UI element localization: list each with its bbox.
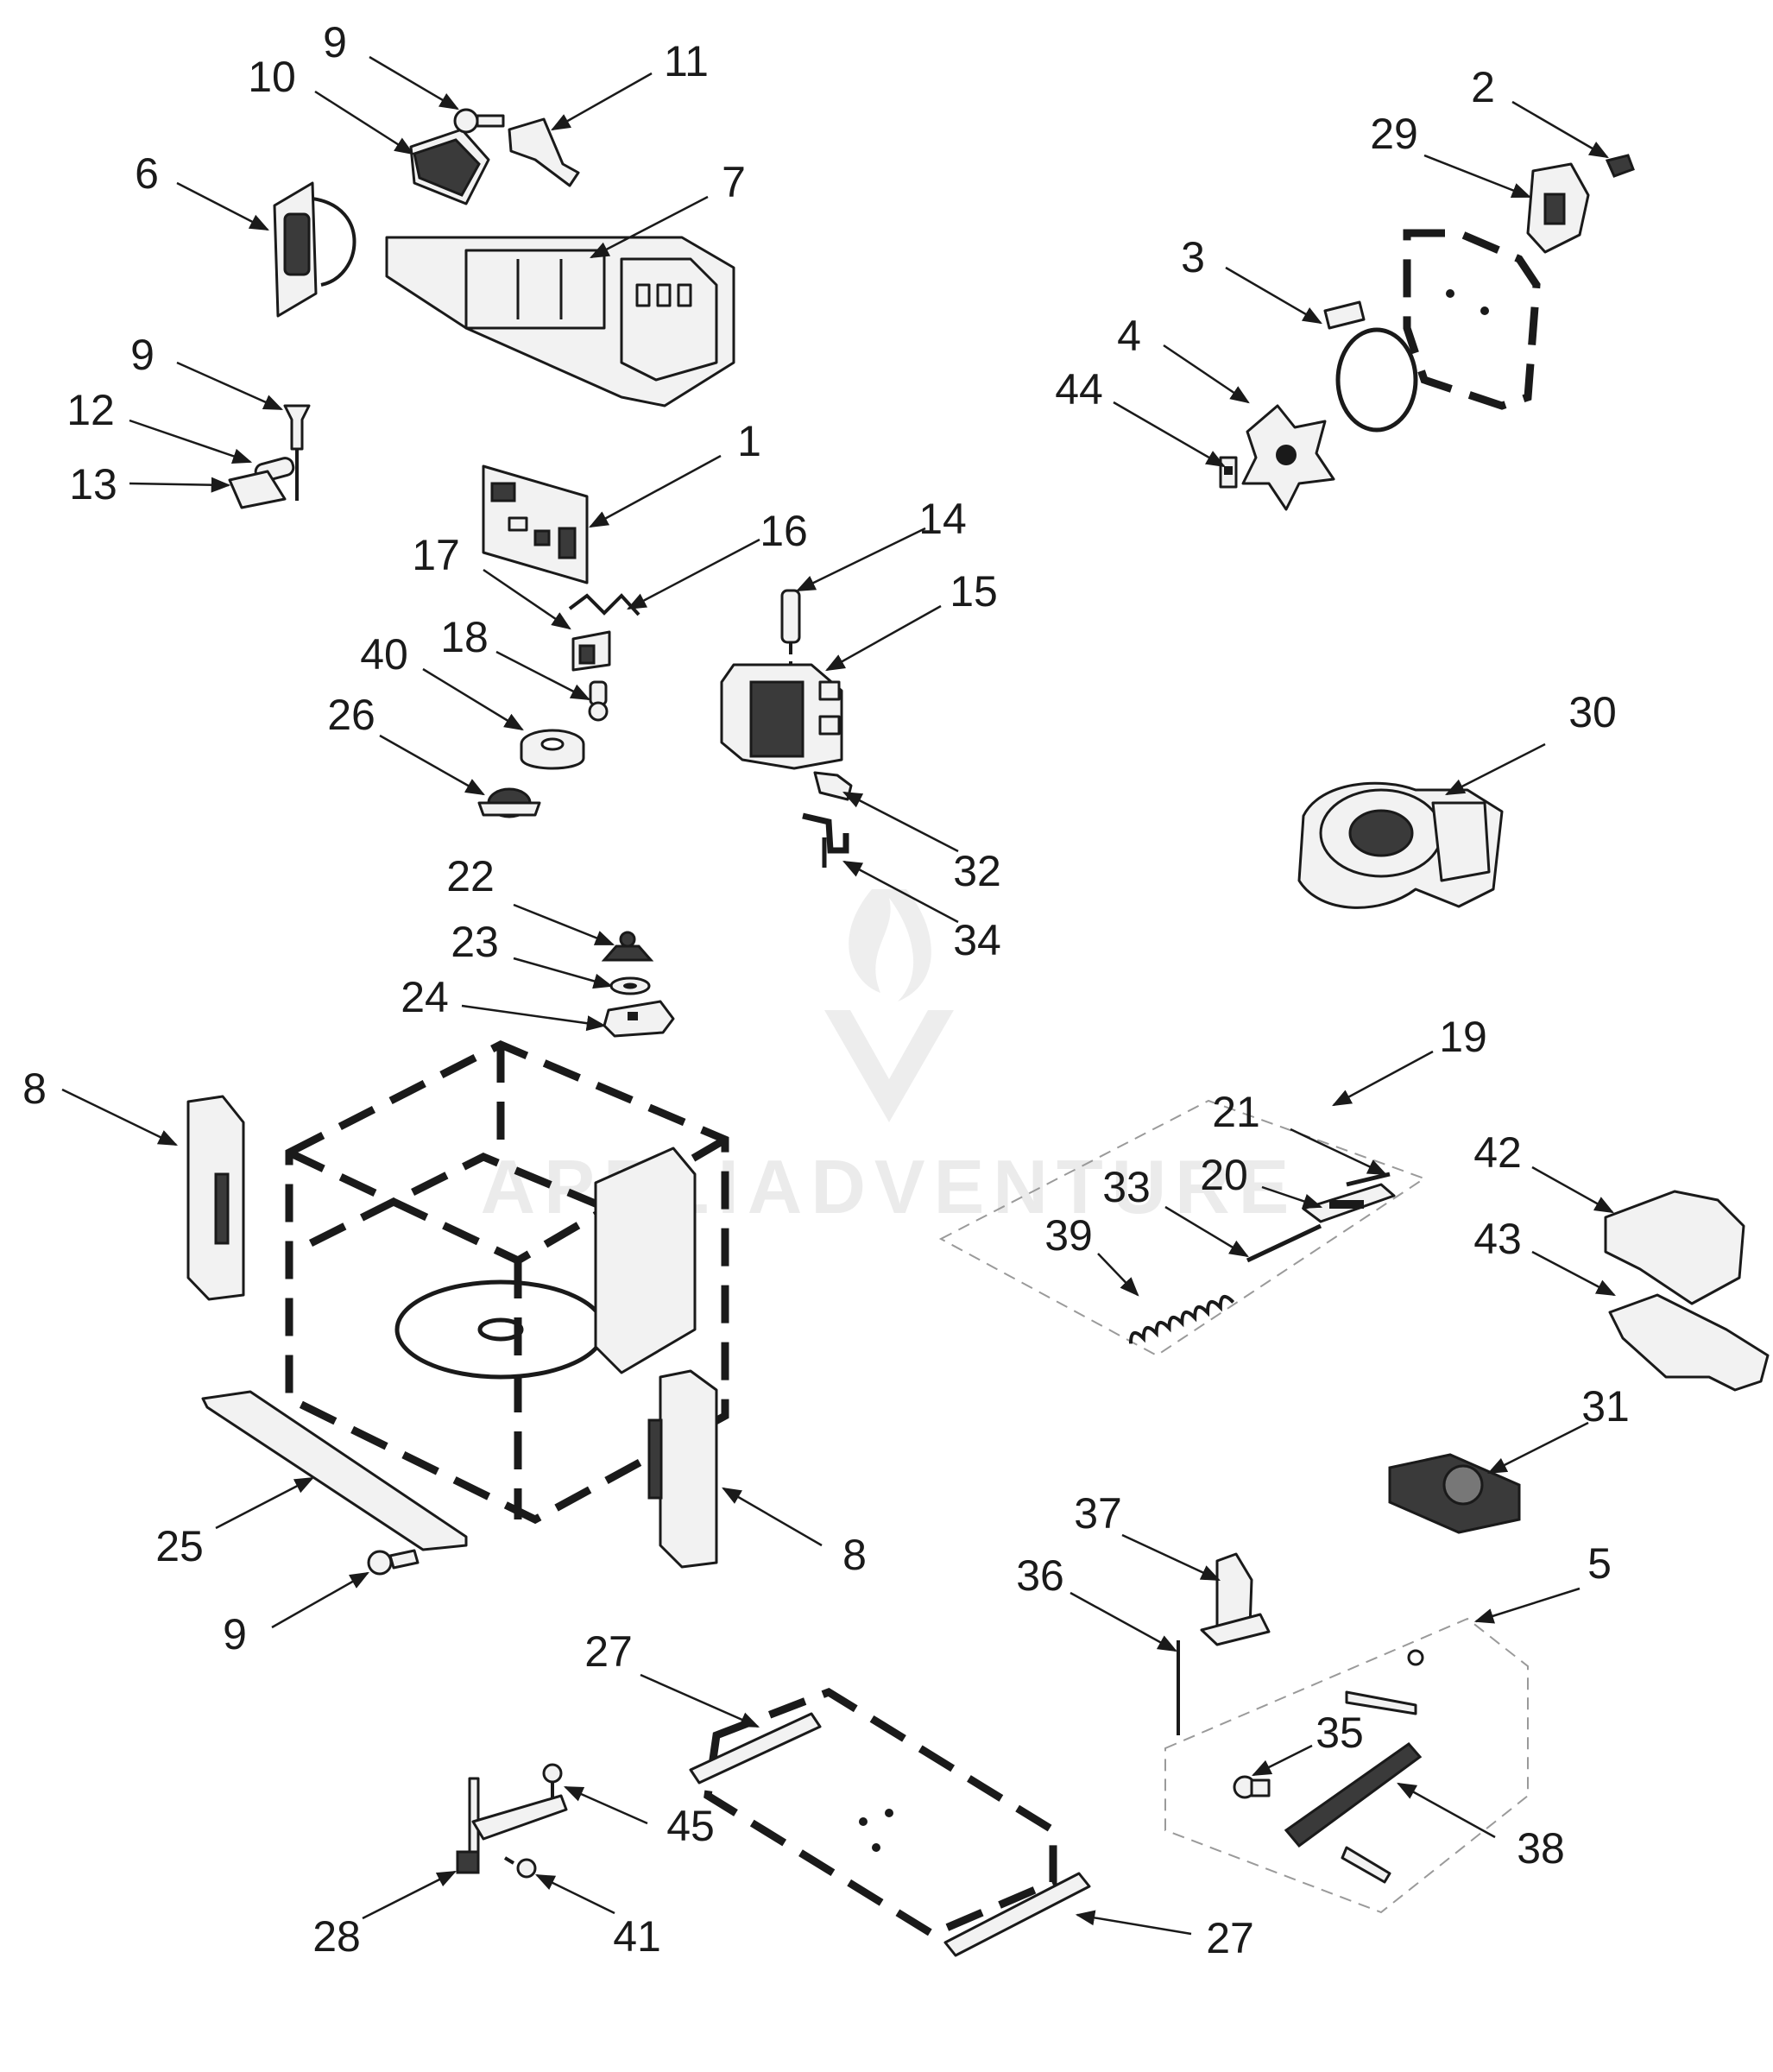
part-15-transformer (720, 663, 843, 770)
callout-33: 33 (1102, 1163, 1151, 1211)
part-38-link (1284, 1741, 1423, 1884)
part-18-post (588, 680, 609, 722)
part-6-switch-bracket (273, 181, 356, 318)
callout-23: 23 (451, 918, 499, 966)
callout-1: 1 (737, 417, 761, 465)
callout-36: 36 (1016, 1551, 1064, 1600)
part-26-thermostat (477, 787, 541, 818)
part-9-screw-left (283, 404, 311, 501)
callout-9-bottom: 9 (223, 1610, 247, 1658)
callout-41: 41 (613, 1912, 661, 1961)
part-39-spring (1128, 1294, 1235, 1344)
part-44-nut (1219, 456, 1238, 489)
part-17-interlock (571, 630, 611, 672)
callout-2: 2 (1471, 63, 1495, 111)
part-45-screw (542, 1763, 563, 1801)
part-20-latch (1302, 1183, 1396, 1223)
callout-37: 37 (1074, 1489, 1122, 1538)
callout-27-bottom: 27 (1206, 1914, 1254, 1962)
part-8-left-panel (186, 1095, 245, 1301)
callout-27-top: 27 (584, 1627, 633, 1676)
part-1-circuit-board (482, 464, 589, 584)
part-32-screw (813, 771, 853, 801)
callout-26: 26 (327, 691, 375, 739)
callout-34: 34 (953, 916, 1001, 964)
callout-35: 35 (1316, 1709, 1364, 1757)
callout-12: 12 (66, 386, 115, 434)
callout-29: 29 (1370, 110, 1418, 158)
callout-9-left: 9 (130, 331, 155, 379)
callout-8-right: 8 (842, 1531, 867, 1579)
part-28-hinge (456, 1777, 568, 1874)
callout-44: 44 (1055, 365, 1103, 414)
callout-45: 45 (666, 1802, 715, 1850)
part-4-fan-blade (1241, 404, 1335, 511)
callout-30: 30 (1568, 688, 1617, 736)
part-35-pin (1233, 1775, 1271, 1799)
part-21-pin (1346, 1172, 1391, 1187)
callout-18: 18 (440, 613, 489, 661)
part-3-motor-bracket (1403, 229, 1541, 410)
part-11-latch (508, 117, 580, 187)
callout-24: 24 (401, 973, 449, 1021)
part-33-rod (1246, 1223, 1322, 1263)
callout-5: 5 (1587, 1539, 1612, 1588)
callout-9-top: 9 (323, 18, 347, 66)
part-42-duct-cover (1604, 1190, 1745, 1305)
callout-19: 19 (1439, 1013, 1487, 1061)
part-3-ring (1323, 300, 1418, 433)
callout-11: 11 (664, 37, 709, 85)
part-19-group (938, 1099, 1427, 1357)
part-9-screw-top (453, 108, 505, 134)
callout-14: 14 (918, 495, 967, 543)
part-22-cone (601, 931, 654, 962)
callout-6: 6 (135, 149, 159, 198)
part-40-ferrite-ring (520, 729, 585, 770)
callout-43: 43 (1473, 1215, 1522, 1263)
cavity-frame (285, 1040, 729, 1525)
callout-labels: 9 11 10 6 7 2 29 3 4 44 9 12 13 1 14 16 … (22, 18, 1630, 1962)
part-7-control-housing (385, 236, 735, 407)
part-31-component (1388, 1453, 1521, 1534)
callout-25: 25 (155, 1522, 204, 1570)
callout-16: 16 (760, 507, 808, 555)
part-9-screw-lower (367, 1549, 420, 1576)
callout-15: 15 (950, 567, 998, 616)
part-16-spring-wire (568, 593, 640, 616)
callout-22: 22 (446, 852, 495, 900)
callout-21: 21 (1212, 1088, 1260, 1136)
part-5-group (1164, 1617, 1529, 1914)
part-8-right-panel (647, 1369, 718, 1569)
callout-10: 10 (248, 53, 296, 101)
part-41-screw (503, 1856, 537, 1879)
callout-28: 28 (312, 1912, 361, 1961)
part-24-foot (603, 1000, 675, 1038)
part-29-motor (1526, 162, 1590, 254)
part-34-bracket (802, 812, 849, 868)
callout-39: 39 (1044, 1211, 1093, 1260)
leader-lines (61, 55, 1616, 1936)
callout-8-left: 8 (22, 1064, 47, 1113)
callout-32: 32 (953, 847, 1001, 895)
part-2-screw (1605, 154, 1635, 178)
callout-38: 38 (1517, 1824, 1565, 1873)
part-27-base-plate (689, 1688, 1091, 1957)
callout-4: 4 (1117, 312, 1141, 360)
callout-20: 20 (1200, 1151, 1248, 1199)
callout-31: 31 (1581, 1382, 1630, 1431)
callout-40: 40 (360, 630, 408, 679)
callout-42: 42 (1473, 1128, 1522, 1177)
callout-3: 3 (1181, 233, 1205, 281)
part-10-block (409, 128, 490, 205)
part-43-duct-base (1608, 1293, 1770, 1392)
part-13-fuse-clip (228, 470, 287, 509)
part-23-washer (609, 976, 651, 995)
callout-13: 13 (69, 460, 117, 509)
part-30-blower (1297, 781, 1504, 909)
callout-7: 7 (722, 158, 746, 206)
part-37-bracket (1200, 1552, 1271, 1646)
callout-17: 17 (412, 531, 460, 579)
part-25-rail (201, 1390, 468, 1551)
